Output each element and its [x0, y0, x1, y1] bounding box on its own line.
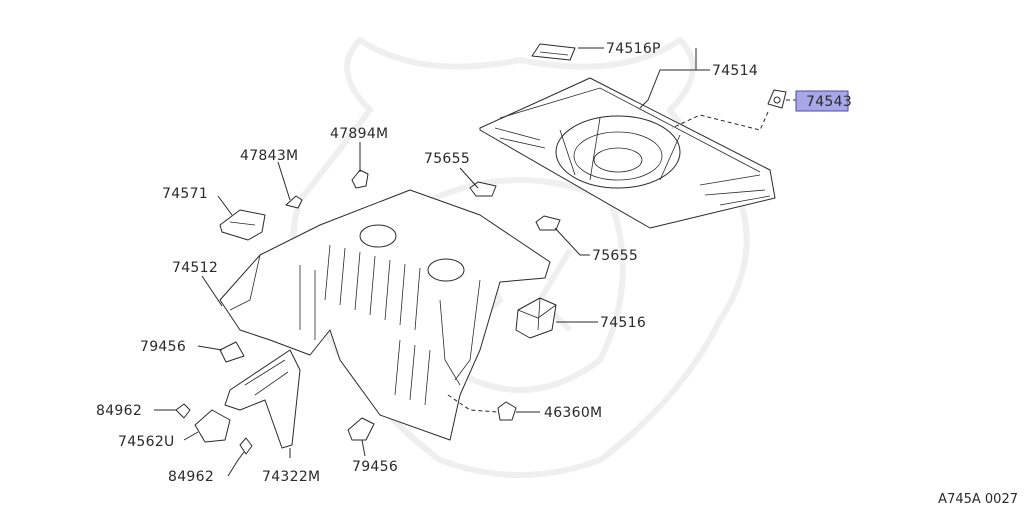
bracket-47894M: [351, 169, 369, 189]
clip-84962-upper: [175, 403, 191, 419]
label-74516[interactable]: 74516: [600, 315, 646, 331]
label-46360M[interactable]: 46360M: [544, 405, 602, 421]
main-rear-floor-74512: [219, 189, 551, 441]
crossmember-74322M: [224, 349, 301, 449]
grommet-46360M: [497, 401, 517, 421]
bracket-74562U: [194, 409, 231, 443]
clip-74543: [767, 89, 787, 109]
part-labels: 74516P 74514 74543 47894M 47843M 75655 7…: [96, 41, 852, 485]
label-84962-upper[interactable]: 84962: [96, 403, 142, 419]
pad-79456-left: [219, 341, 245, 363]
label-74514[interactable]: 74514: [712, 63, 758, 79]
leader-lines: [154, 47, 796, 477]
label-47843M[interactable]: 47843M: [240, 148, 298, 164]
label-75655-upper[interactable]: 75655: [424, 151, 470, 167]
label-74322M[interactable]: 74322M: [262, 469, 320, 485]
label-75655-lower[interactable]: 75655: [592, 248, 638, 264]
label-79456-left[interactable]: 79456: [140, 339, 186, 355]
label-84962-lower[interactable]: 84962: [168, 469, 214, 485]
bracket-74571: [219, 209, 266, 241]
bracket-47843M: [285, 195, 303, 209]
diagram-code: A745A 0027: [938, 492, 1018, 507]
label-74543[interactable]: 74543: [806, 94, 852, 110]
rear-floor-panel-74514: [479, 77, 776, 229]
highlight-box: [795, 90, 849, 112]
label-74562U[interactable]: 74562U: [118, 434, 175, 450]
label-74516P[interactable]: 74516P: [606, 41, 661, 57]
bracket-74516P: [531, 43, 576, 61]
clip-75655-upper: [469, 181, 497, 197]
label-74571[interactable]: 74571: [162, 186, 208, 202]
clip-84962-lower: [239, 437, 253, 455]
label-74512[interactable]: 74512: [172, 260, 218, 276]
clip-75655-lower: [535, 215, 561, 231]
label-79456-bottom[interactable]: 79456: [352, 459, 398, 475]
block-74516: [515, 297, 557, 339]
pad-79456-bottom: [347, 417, 375, 441]
label-47894M[interactable]: 47894M: [330, 126, 388, 142]
